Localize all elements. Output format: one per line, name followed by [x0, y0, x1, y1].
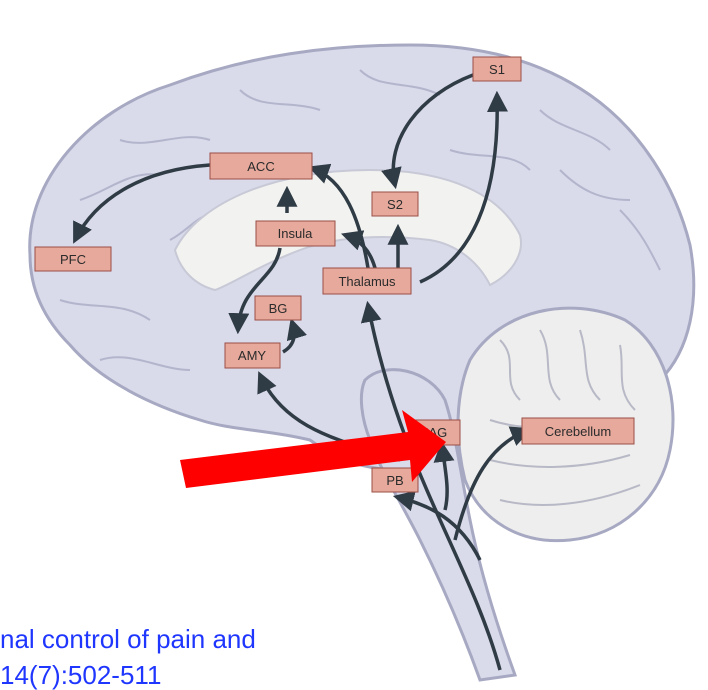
label-insula-text: Insula [278, 226, 313, 241]
label-pb-text: PB [386, 473, 403, 488]
label-amy: AMY [225, 343, 280, 368]
label-acc: ACC [210, 153, 312, 179]
label-s2: S2 [372, 192, 418, 216]
label-cerebellum: Cerebellum [522, 418, 634, 444]
label-bg: BG [255, 296, 301, 320]
citation-caption-line-2: 14(7):502-511 [0, 662, 161, 688]
label-pfc-text: PFC [60, 252, 86, 267]
citation-caption-line-1: nal control of pain and [0, 626, 256, 652]
brain-illustration [30, 45, 694, 680]
label-s1-text: S1 [489, 62, 505, 77]
label-amy-text: AMY [238, 348, 267, 363]
label-pfc: PFC [35, 247, 111, 271]
label-s2-text: S2 [387, 197, 403, 212]
label-insula: Insula [256, 221, 335, 246]
label-thalamus: Thalamus [323, 268, 411, 294]
label-s1: S1 [473, 57, 521, 81]
label-cerebellum-text: Cerebellum [545, 424, 611, 439]
label-bg-text: BG [269, 301, 288, 316]
label-thalamus-text: Thalamus [338, 274, 396, 289]
label-acc-text: ACC [247, 159, 274, 174]
